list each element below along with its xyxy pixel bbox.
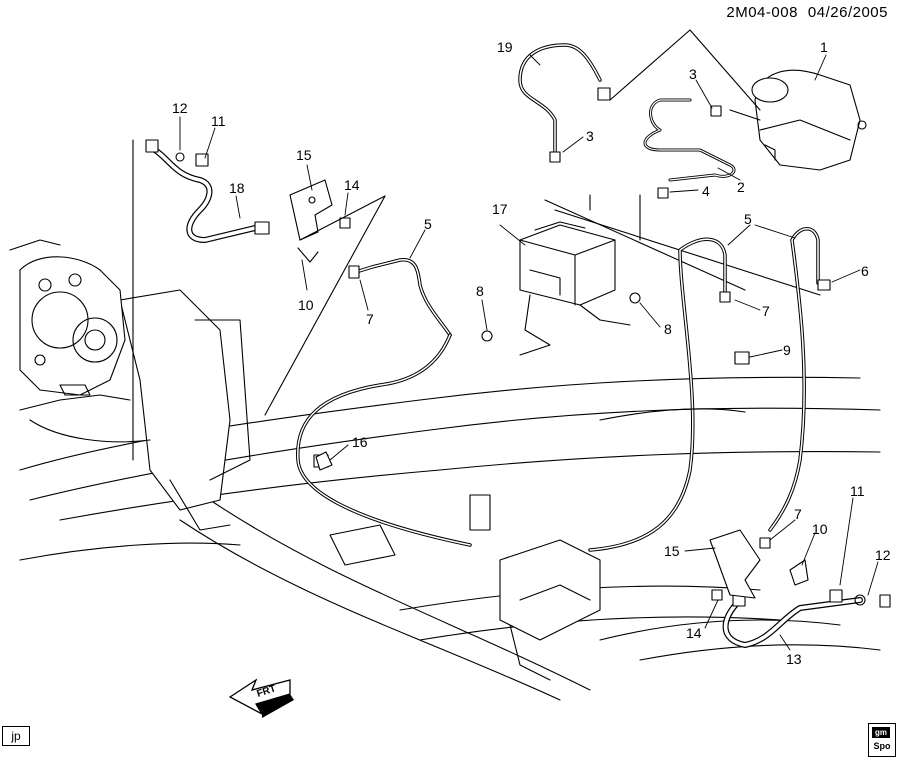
diagram-code: 2M04-008 [726, 4, 798, 21]
clip-16 [315, 451, 333, 471]
callout-11-left: 11 [211, 113, 226, 129]
frame-rails [19, 289, 881, 701]
callout-numbers: 1 2 3 3 4 5 5 6 7 7 7 8 8 9 10 10 11 11 … [172, 39, 891, 667]
callout-1: 1 [820, 39, 828, 55]
upper-bracket-group [264, 179, 386, 416]
rear-brake-pipes [588, 227, 831, 552]
leader-lines [179, 54, 879, 651]
spo-text: Spo [873, 741, 891, 751]
callout-11-right: 11 [850, 483, 865, 499]
callout-18: 18 [229, 180, 245, 196]
callout-14-left: 14 [344, 177, 360, 193]
master-cylinder [729, 69, 867, 171]
callout-8-left: 8 [476, 283, 484, 299]
front-knuckle-assembly [9, 239, 151, 443]
callout-19: 19 [497, 39, 513, 55]
left-front-brake-hose [132, 139, 270, 461]
callout-4: 4 [702, 183, 710, 199]
callout-8-right: 8 [664, 321, 672, 337]
callout-16: 16 [352, 434, 368, 450]
callout-15-left: 15 [296, 147, 312, 163]
callout-10-right: 10 [812, 521, 828, 537]
brake-pipe-19 [518, 29, 761, 163]
callout-10-left: 10 [298, 297, 314, 313]
callout-3-master: 3 [689, 66, 697, 82]
clip-9 [734, 351, 750, 365]
front-arrow: FRT [228, 678, 294, 718]
callout-14-right: 14 [686, 625, 702, 641]
callout-5-rear: 5 [744, 211, 752, 227]
artist-tag: jp [2, 726, 30, 746]
callout-12-right: 12 [875, 547, 891, 563]
callout-9: 9 [783, 342, 791, 358]
callout-13: 13 [786, 651, 802, 667]
gm-spo-badge: gm Spo [868, 723, 896, 757]
callout-3-abs: 3 [586, 128, 594, 144]
callout-17: 17 [492, 201, 508, 217]
diagram-header: 2M04-008 04/26/2005 [716, 4, 888, 21]
right-front-brake-hose [709, 529, 891, 648]
callout-2: 2 [737, 179, 745, 195]
left-brake-pipe [296, 258, 472, 547]
brake-pipe-2 [643, 98, 736, 199]
callout-7-rear: 7 [762, 303, 770, 319]
abs-module [481, 194, 821, 356]
callout-7-right: 7 [794, 506, 802, 522]
callout-15-right: 15 [664, 543, 680, 559]
callout-5-front: 5 [424, 216, 432, 232]
callout-12-left: 12 [172, 100, 188, 116]
gm-logo-text: gm [872, 727, 890, 738]
callout-6: 6 [861, 263, 869, 279]
callout-7-front: 7 [366, 311, 374, 327]
diagram-date: 04/26/2005 [807, 4, 888, 21]
